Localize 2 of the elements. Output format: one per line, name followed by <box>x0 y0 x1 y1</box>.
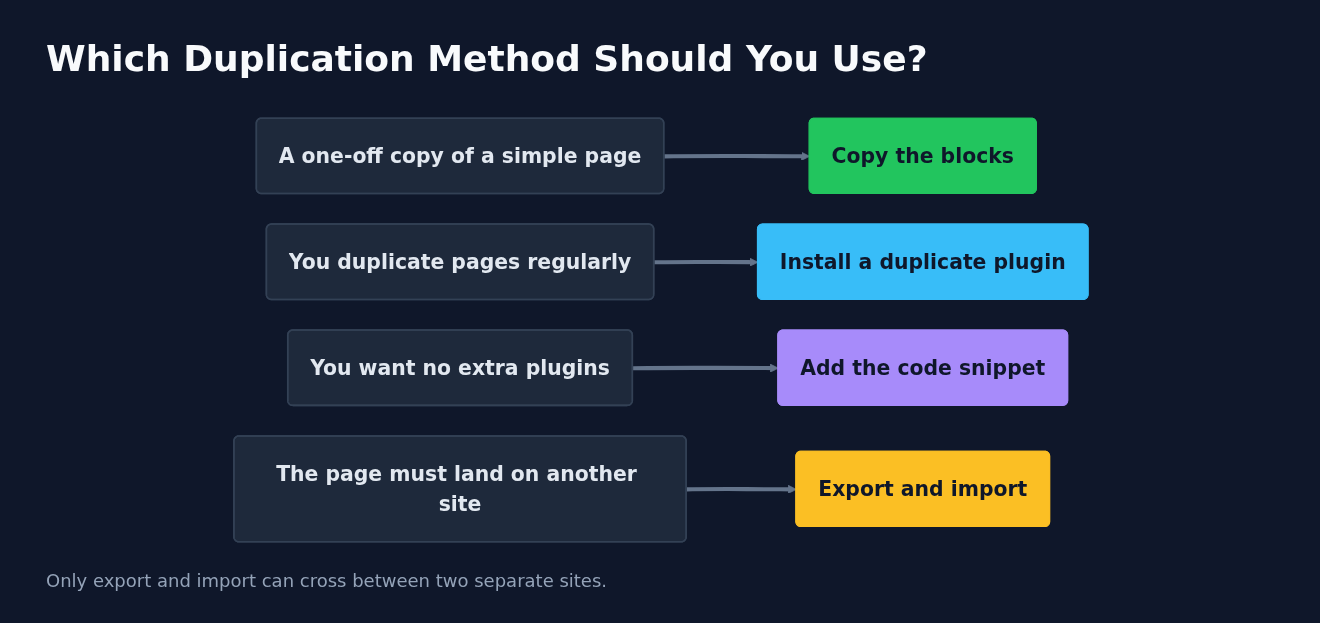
title: Which Duplication Method Should You Use? <box>46 38 928 79</box>
caption: Only export and import can cross between two separate sites. <box>46 570 608 591</box>
